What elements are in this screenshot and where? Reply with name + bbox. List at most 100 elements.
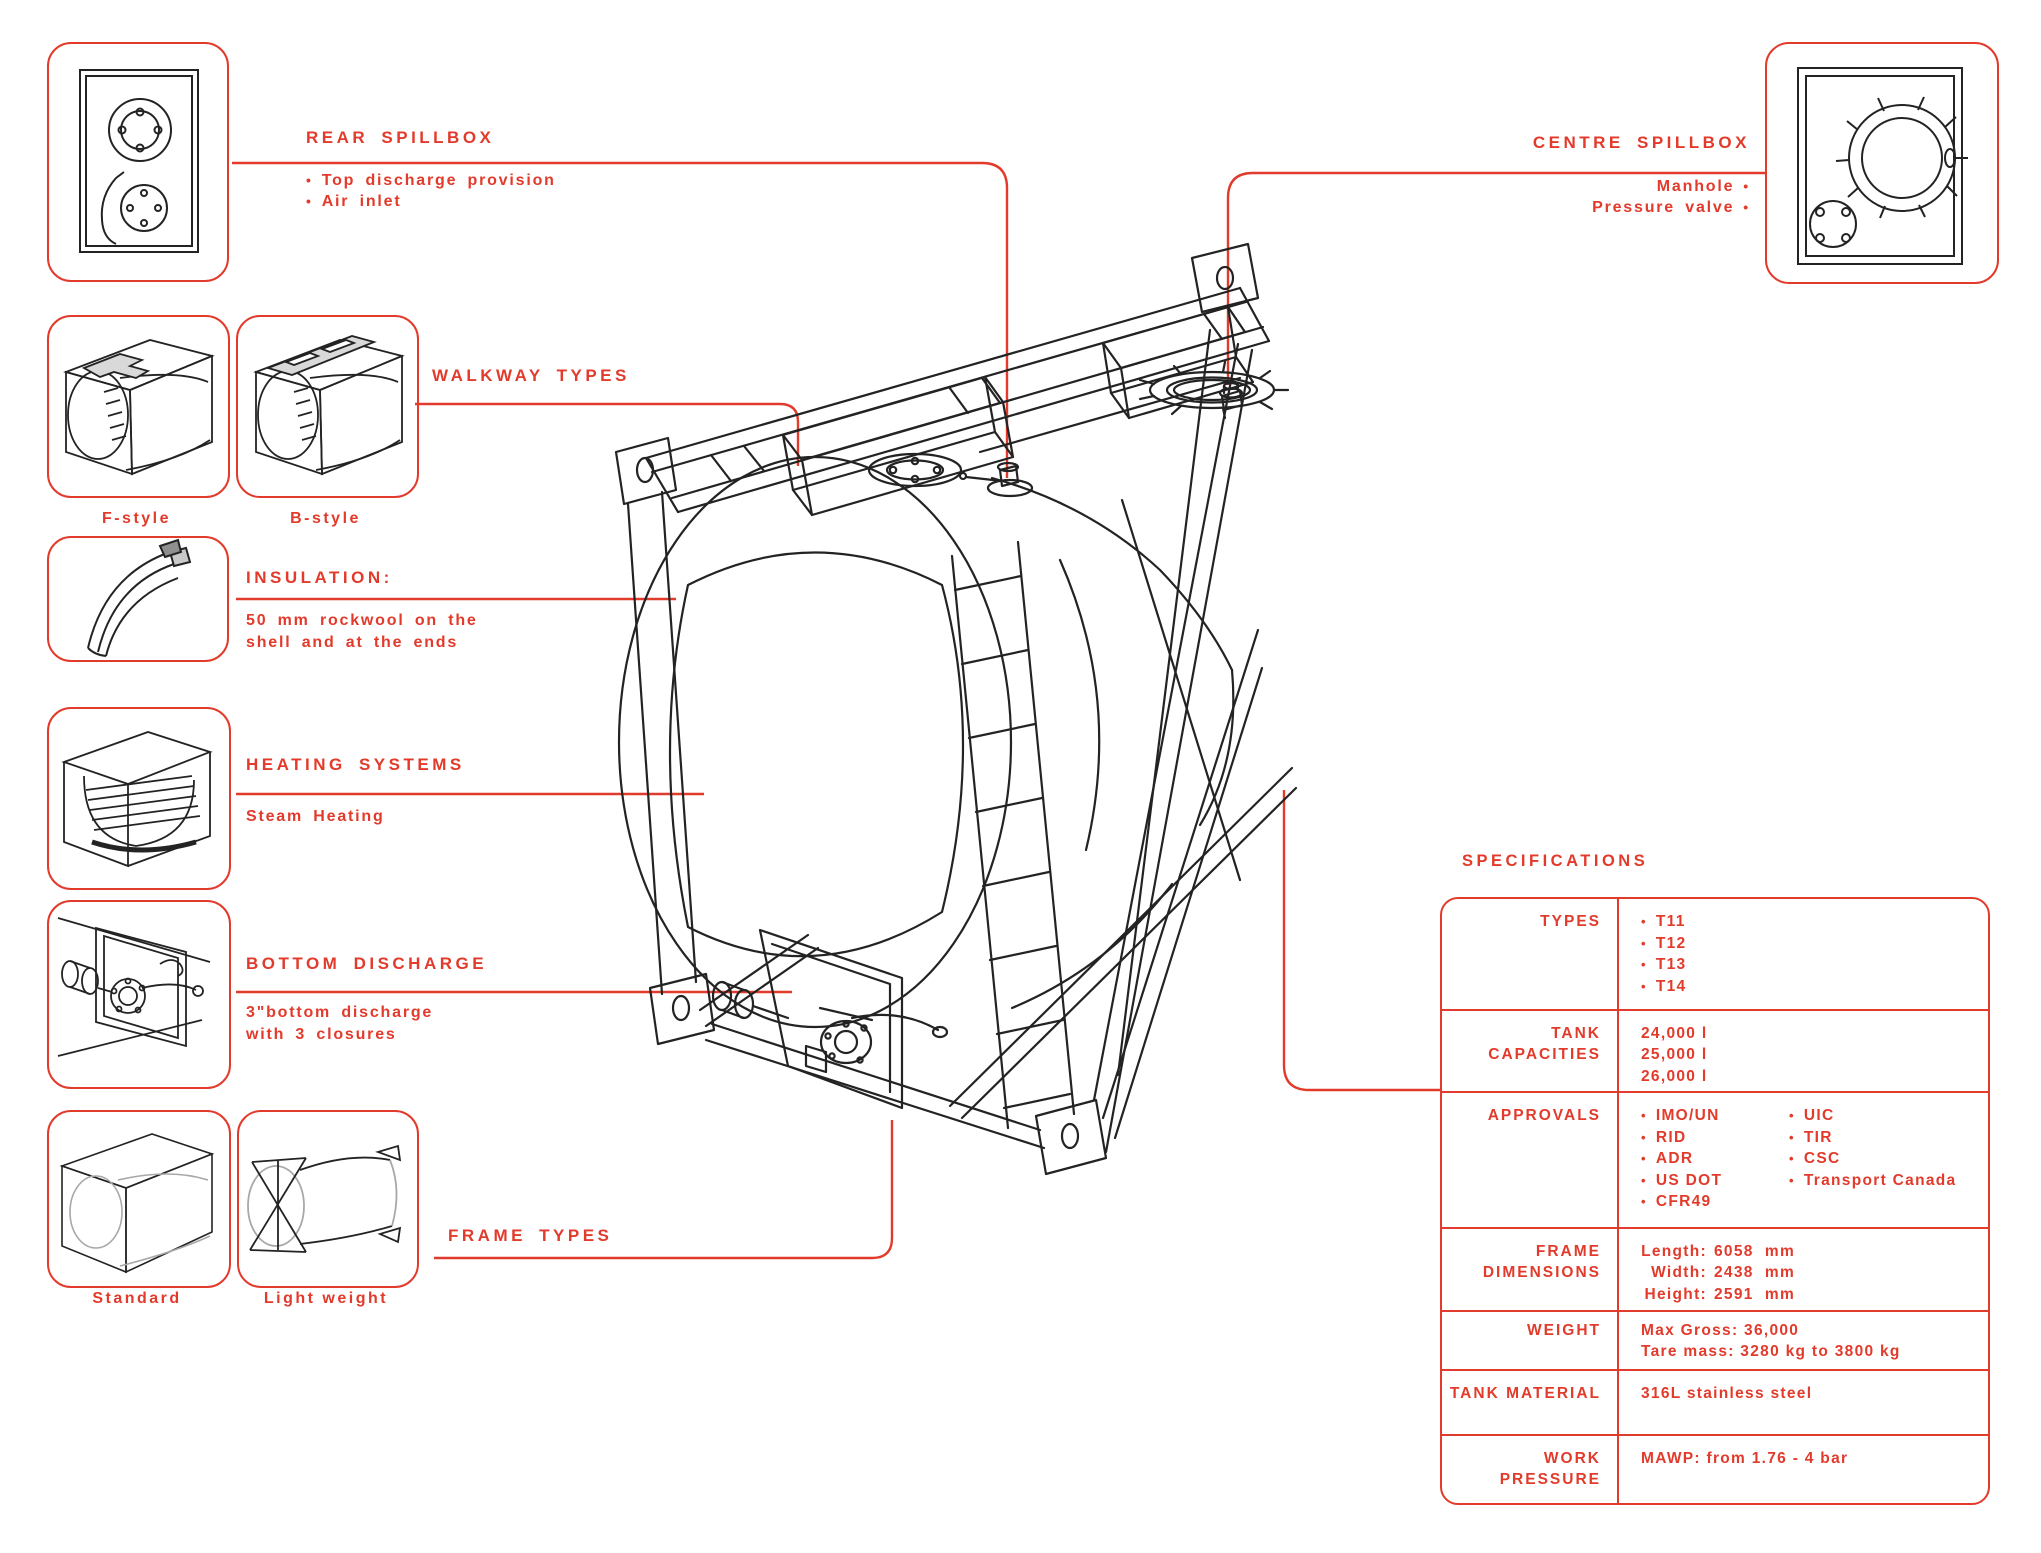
specifications-title: SPECIFICATIONS [1462, 852, 1649, 870]
row-label: TYPES [1442, 899, 1619, 1009]
bullet-icon: • [1789, 1129, 1795, 1145]
specifications-leader [1282, 790, 1440, 1092]
row-label: WEIGHT [1442, 1311, 1619, 1370]
walkway-types-title: WALKWAY TYPES [432, 366, 630, 385]
row-value: •T11 •T12 •T13 •T14 [1641, 913, 1687, 995]
text-line: shell and at the ends [246, 634, 459, 651]
heating-icon [61, 731, 213, 868]
bottom-discharge-description: 3"bottom discharge with 3 closures [246, 1002, 433, 1046]
list-item: Pressure valve• [1592, 199, 1750, 216]
heating-description: Steam Heating [246, 808, 385, 825]
row-value: Length:6058 mm Width:2438 mm Height:2591… [1641, 1242, 1796, 1303]
centre-spillbox-leader [1226, 171, 1765, 385]
row-label: TANK MATERIAL [1442, 1371, 1619, 1435]
right-end-frame [1092, 242, 1260, 1154]
bullet-icon: • [1789, 1172, 1795, 1188]
row-value: 24,000 l 25,000 l 26,000 l [1641, 1024, 1708, 1085]
bullet-icon: • [1641, 1194, 1647, 1210]
frame-types-title: FRAME TYPES [448, 1226, 613, 1245]
f-style-icon [63, 339, 215, 476]
f-style-box [47, 315, 230, 498]
row-value: MAWP: from 1.76 - 4 bar [1641, 1450, 1849, 1468]
centre-spillbox-title: CENTRE SPILLBOX [1532, 133, 1750, 152]
bullet-icon: • [1641, 935, 1647, 951]
bullet-icon: • [1641, 1172, 1647, 1188]
insulation-description: 50 mm rockwool on the shell and at the e… [246, 610, 478, 654]
standard-frame-icon [59, 1133, 215, 1274]
air-inlet-fitting [958, 461, 1034, 498]
tank-drawing [614, 242, 1298, 1176]
text-line: 50 mm rockwool on the [246, 612, 478, 629]
specifications-table: TYPES •T11 •T12 •T13 •T14 TANK CAPACITIE… [1440, 897, 1990, 1505]
bullet-icon: • [1641, 957, 1647, 972]
heating-title: HEATING SYSTEMS [246, 755, 465, 774]
ladder [950, 540, 1076, 1130]
text-line: 3"bottom discharge [246, 1004, 434, 1021]
row-value: 316L stainless steel [1641, 1385, 1813, 1403]
text-line: with 3 closures [246, 1026, 397, 1043]
bullet-icon: • [306, 193, 313, 209]
b-style-label: B-style [290, 510, 361, 527]
row-label: TANK CAPACITIES [1442, 1010, 1619, 1092]
standard-frame-box [47, 1110, 231, 1288]
b-style-icon [253, 335, 405, 476]
f-style-label: F-style [101, 510, 172, 527]
row-value: Max Gross: 36,000 Tare mass: 3280 kg to … [1641, 1321, 1901, 1361]
row-label: FRAME DIMENSIONS [1442, 1228, 1619, 1310]
pressure-valve-fitting [1218, 381, 1244, 412]
table-row: WORK PRESSURE MAWP: from 1.76 - 4 bar [1442, 1434, 1988, 1504]
bullet-icon: • [1743, 199, 1750, 215]
bullet-icon: • [1641, 978, 1647, 994]
list-item: •Top discharge provision [306, 172, 556, 189]
list-item: •Air inlet [306, 193, 402, 210]
table-row: TANK MATERIAL 316L stainless steel [1442, 1369, 1988, 1435]
tank-shell [617, 376, 1242, 1029]
lightweight-frame-label: Light weight [263, 1290, 389, 1307]
bullet-icon: • [1641, 1108, 1647, 1124]
walkway-leader [415, 402, 800, 466]
approvals-column-2: •UIC •TIR •CSC •Transport Canada [1789, 1107, 1957, 1189]
bullet-icon: • [1641, 1151, 1647, 1167]
rear-spillbox-box [47, 42, 229, 282]
standard-frame-label: Standard [92, 1290, 182, 1307]
bullet-icon: • [1789, 1108, 1795, 1124]
bottom-discharge-title: BOTTOM DISCHARGE [246, 954, 488, 973]
bottom-discharge-icon [57, 917, 211, 1057]
b-style-box [236, 315, 419, 498]
row-label: WORK PRESSURE [1442, 1436, 1619, 1504]
centre-spillbox-bullets: Manhole• Pressure valve• [1400, 176, 1750, 218]
insulation-box [47, 536, 229, 662]
insulation-title: INSULATION: [246, 568, 393, 587]
lightweight-frame-box [237, 1110, 419, 1288]
rear-spillbox-well [781, 375, 1034, 517]
table-row: FRAME DIMENSIONS Length:6058 mm Width:24… [1442, 1226, 1988, 1310]
lightweight-frame-icon [247, 1144, 402, 1253]
insulation-icon [87, 538, 192, 657]
heating-box [47, 707, 231, 890]
frame-types-leader [434, 1120, 894, 1260]
bottom-discharge-box [47, 900, 231, 1089]
rear-spillbox-title: REAR SPILLBOX [306, 128, 495, 147]
discharge-valve [711, 928, 949, 1110]
leader-lines [232, 161, 1765, 1260]
table-row: TANK CAPACITIES 24,000 l 25,000 l 26,000… [1442, 1008, 1988, 1092]
bottom-frame-rails [704, 628, 1298, 1176]
rear-spillbox-icon [79, 69, 199, 253]
bullet-icon: • [1641, 1129, 1647, 1145]
table-row: WEIGHT Max Gross: 36,000 Tare mass: 3280… [1442, 1309, 1988, 1370]
rear-spillbox-leader [232, 161, 1009, 478]
bullet-icon: • [1789, 1151, 1795, 1167]
bullet-icon: • [1743, 178, 1750, 194]
bullet-icon: • [306, 172, 313, 188]
list-item: Manhole• [1656, 178, 1750, 195]
row-value: •IMO/UN •RID •ADR •US DOT •CFR49 •UIC •T… [1619, 1093, 1988, 1227]
approvals-column-1: •IMO/UN •RID •ADR •US DOT •CFR49 [1641, 1107, 1723, 1211]
centre-spillbox-box [1765, 42, 1999, 284]
rear-spillbox-bullets: •Top discharge provision •Air inlet [306, 170, 556, 212]
table-row: TYPES •T11 •T12 •T13 •T14 [1442, 899, 1988, 1009]
bullet-icon: • [1641, 914, 1647, 929]
left-end-frame [614, 436, 820, 1046]
row-label: APPROVALS [1442, 1093, 1619, 1227]
